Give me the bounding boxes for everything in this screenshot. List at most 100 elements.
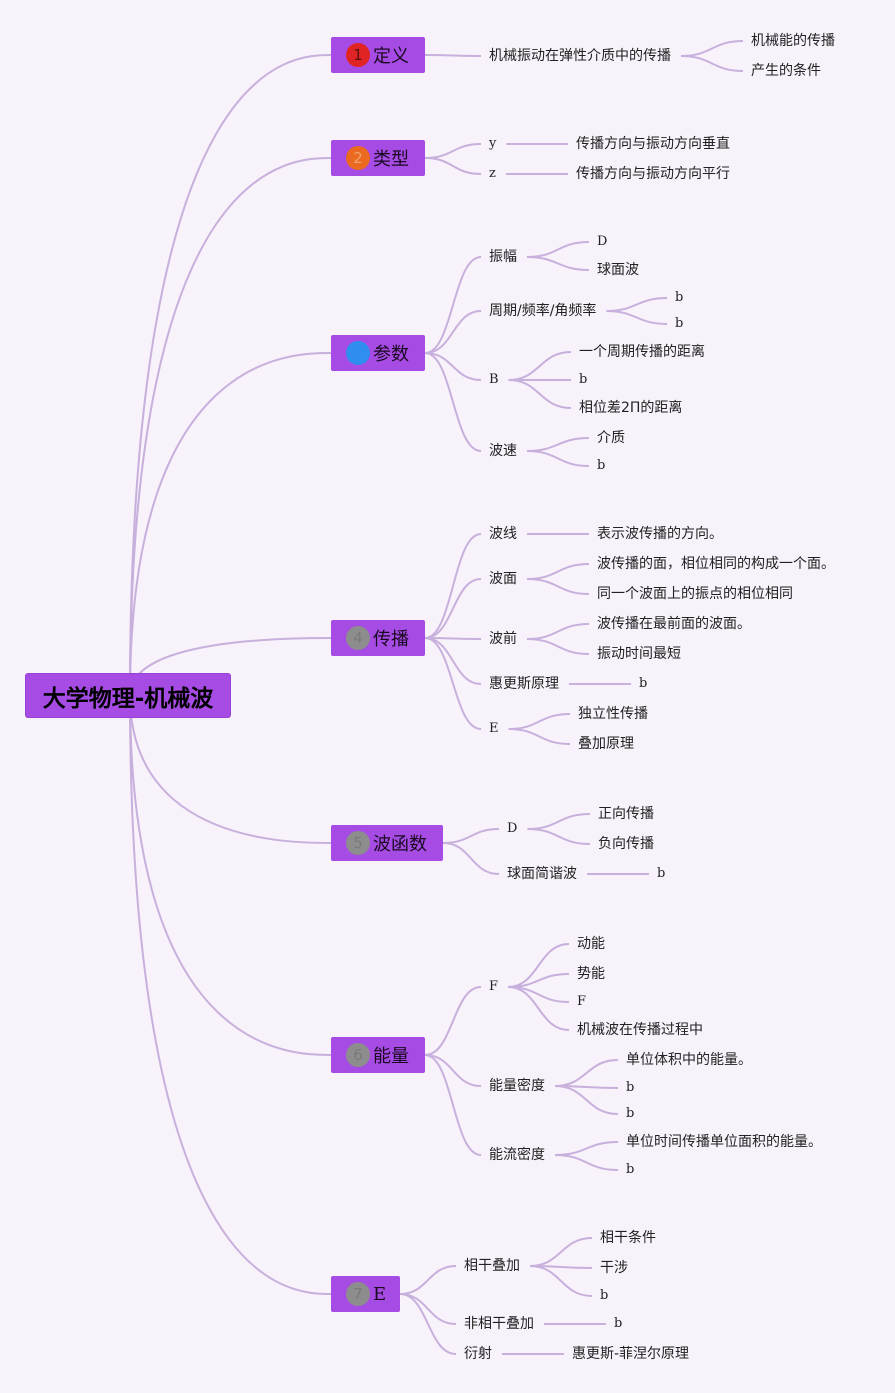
subtopic-b6-c3-2[interactable]: b <box>626 1162 635 1177</box>
edge-b5-c2 <box>442 842 500 875</box>
subtopic-b3-c3-3[interactable]: 相位差2Π的距离 <box>579 400 683 416</box>
branch-label: 波函数 <box>373 834 427 855</box>
topic-b7-c1[interactable]: 相干叠加 <box>464 1258 520 1274</box>
edge-b4-c4 <box>424 637 482 685</box>
root-edge-b6 <box>129 694 332 1056</box>
subtopic-b6-c2-1[interactable]: 单位体积中的能量。 <box>626 1052 752 1068</box>
topic-b5-c2[interactable]: 球面简谐波 <box>507 866 577 882</box>
topic-b6-c1[interactable]: F <box>489 979 499 994</box>
edge-b6-c2_1 <box>554 1059 619 1087</box>
subtopic-b6-c2-3[interactable]: b <box>626 1106 635 1121</box>
subtopic-b6-c2-2[interactable]: b <box>626 1080 635 1095</box>
subtopic-b3-c3-1[interactable]: 一个周期传播的距离 <box>579 344 705 360</box>
subtopic-b7-c1-2[interactable]: 干涉 <box>600 1260 628 1276</box>
topic-b7-c2[interactable]: 非相干叠加 <box>464 1316 534 1332</box>
subtopic-b7-c1-3[interactable]: b <box>600 1288 609 1303</box>
topic-b3-c1[interactable]: 振幅 <box>489 249 517 265</box>
topic-b7-c3[interactable]: 衍射 <box>464 1346 492 1362</box>
edge-b3-c3_1 <box>508 351 572 381</box>
subtopic-b3-c2-1[interactable]: b <box>675 290 684 305</box>
subtopic-b2-c1-1[interactable]: 传播方向与振动方向垂直 <box>576 136 730 152</box>
edge-b6-c3_1 <box>554 1141 619 1156</box>
branch-number-badge: 1 <box>346 43 370 67</box>
branch-number-badge: 5 <box>346 831 370 855</box>
subtopic-b6-c3-1[interactable]: 单位时间传播单位面积的能量。 <box>626 1134 822 1150</box>
subtopic-b4-c2-1[interactable]: 波传播的面，相位相同的构成一个面。 <box>597 556 835 572</box>
edge-b3-c3_3 <box>508 379 572 409</box>
subtopic-b3-c4-2[interactable]: b <box>597 458 606 473</box>
topic-b3-c4[interactable]: 波速 <box>489 443 517 459</box>
subtopic-b4-c3-1[interactable]: 波传播在最前面的波面。 <box>597 616 751 632</box>
subtopic-b6-c1-2[interactable]: 势能 <box>577 966 605 982</box>
subtopic-b4-c2-2[interactable]: 同一个波面上的振点的相位相同 <box>597 586 793 602</box>
edge-b6-c1 <box>424 986 482 1056</box>
topic-b4-c2[interactable]: 波面 <box>489 571 517 587</box>
topic-b2-c1[interactable]: y <box>489 136 497 151</box>
subtopic-b2-c2-1[interactable]: 传播方向与振动方向平行 <box>576 166 730 182</box>
subtopic-b7-c1-1[interactable]: 相干条件 <box>600 1230 656 1246</box>
subtopic-b6-c1-1[interactable]: 动能 <box>577 936 605 952</box>
subtopic-b3-c4-1[interactable]: 介质 <box>597 430 625 446</box>
subtopic-b5-c1-1[interactable]: 正向传播 <box>598 806 654 822</box>
topic-b5-c1[interactable]: D <box>507 821 518 836</box>
subtopic-b4-c3-2[interactable]: 振动时间最短 <box>597 646 681 662</box>
topic-b3-c2[interactable]: 周期/频率/角频率 <box>489 303 597 319</box>
edge-b6-c2_3 <box>554 1085 619 1115</box>
root-edge-b3 <box>129 352 332 696</box>
subtopic-b1-c1-1[interactable]: 机械能的传播 <box>751 33 835 49</box>
edge-b3-c2_1 <box>606 297 668 312</box>
edge-b3-c1_1 <box>526 241 590 258</box>
branch-number-badge: 6 <box>346 1043 370 1067</box>
edge-b6-c2 <box>424 1054 482 1087</box>
topic-b4-c5[interactable]: E <box>489 721 499 736</box>
subtopic-b4-c5-1[interactable]: 独立性传播 <box>578 706 648 722</box>
subtopic-b3-c1-1[interactable]: D <box>597 234 608 249</box>
topic-b6-c2[interactable]: 能量密度 <box>489 1078 545 1094</box>
edge-b3-c4 <box>424 352 482 452</box>
subtopic-b5-c2-1[interactable]: b <box>657 866 666 881</box>
subtopic-b7-c3-1[interactable]: 惠更斯-菲涅尔原理 <box>572 1346 690 1362</box>
edge-b4-c5_1 <box>508 713 571 730</box>
edge-b3-c1 <box>424 256 482 354</box>
topic-b4-c4[interactable]: 惠更斯原理 <box>489 676 559 692</box>
subtopic-b1-c1-2[interactable]: 产生的条件 <box>751 63 821 79</box>
edge-b6-c3 <box>424 1054 482 1156</box>
subtopic-b4-c4-1[interactable]: b <box>639 676 648 691</box>
edge-b3-c4_1 <box>526 437 590 452</box>
subtopic-b4-c1-1[interactable]: 表示波传播的方向。 <box>597 526 723 542</box>
topic-b1-c1[interactable]: 机械振动在弹性介质中的传播 <box>489 48 671 64</box>
topic-b4-c1[interactable]: 波线 <box>489 526 517 542</box>
subtopic-b6-c1-4[interactable]: 机械波在传播过程中 <box>577 1022 703 1038</box>
root-edge-b7 <box>129 694 332 1295</box>
root-node[interactable]: 大学物理-机械波 <box>25 673 231 718</box>
branch-number-badge: 4 <box>346 626 370 650</box>
edge-b4-c2_1 <box>526 563 590 580</box>
branch-label: E <box>373 1283 387 1305</box>
subtopic-b6-c1-3[interactable]: F <box>577 994 587 1009</box>
topic-b6-c3[interactable]: 能流密度 <box>489 1147 545 1163</box>
edge-b6-c1_1 <box>507 943 570 988</box>
subtopic-b3-c3-2[interactable]: b <box>579 372 588 387</box>
subtopic-b3-c2-2[interactable]: b <box>675 316 684 331</box>
subtopic-b7-c2-1[interactable]: b <box>614 1316 623 1331</box>
edge-b5-c1_1 <box>527 813 591 830</box>
topic-b3-c3[interactable]: B <box>489 372 499 387</box>
edge-b1-c1_1 <box>680 40 744 57</box>
subtopic-b5-c1-2[interactable]: 负向传播 <box>598 836 654 852</box>
root-edge-b5 <box>129 694 332 844</box>
edge-b5-c1_2 <box>527 828 591 845</box>
topic-b2-c2[interactable]: z <box>489 166 496 181</box>
branch-label: 能量 <box>373 1046 409 1067</box>
subtopic-b3-c1-2[interactable]: 球面波 <box>597 262 639 278</box>
edge-b1-c1_2 <box>680 55 744 72</box>
topic-b4-c3[interactable]: 波前 <box>489 631 517 647</box>
subtopic-b4-c5-2[interactable]: 叠加原理 <box>578 736 634 752</box>
edge-b3-c3 <box>424 352 482 381</box>
